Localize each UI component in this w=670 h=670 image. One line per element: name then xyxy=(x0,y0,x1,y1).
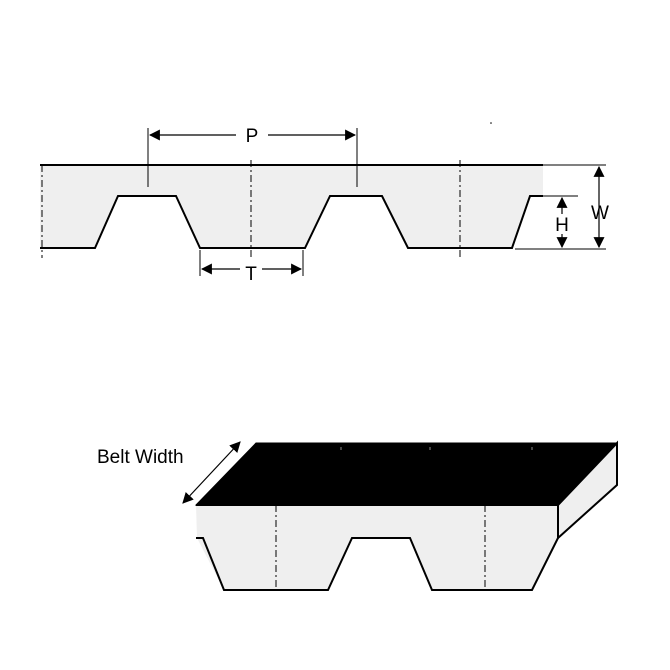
belt-front-face xyxy=(196,505,558,590)
pitch-dimension: P xyxy=(147,126,358,185)
belt-width-dimension: Belt Width xyxy=(97,441,241,504)
front-face-centerlines xyxy=(275,505,486,590)
belt-top-face xyxy=(194,442,619,506)
tooth-width-dimension: T xyxy=(199,250,304,285)
pitch-label: P xyxy=(246,126,259,147)
belt-front-outline xyxy=(196,504,559,591)
belt-profile-fill xyxy=(40,165,543,248)
tooth-width-label: T xyxy=(245,264,257,285)
belt-profile-view: P T H W xyxy=(40,122,609,285)
top-face-markings xyxy=(340,447,533,452)
belt-width-label: Belt Width xyxy=(97,447,184,468)
tooth-height-label: H xyxy=(555,215,569,236)
belt-isometric-view: Belt Width xyxy=(97,440,619,591)
belt-thickness-label: W xyxy=(591,203,609,224)
belt-tooth-profile-line xyxy=(40,195,543,249)
belt-thickness-dimension: W xyxy=(543,164,609,249)
tooth-height-dimension: H xyxy=(515,195,606,250)
